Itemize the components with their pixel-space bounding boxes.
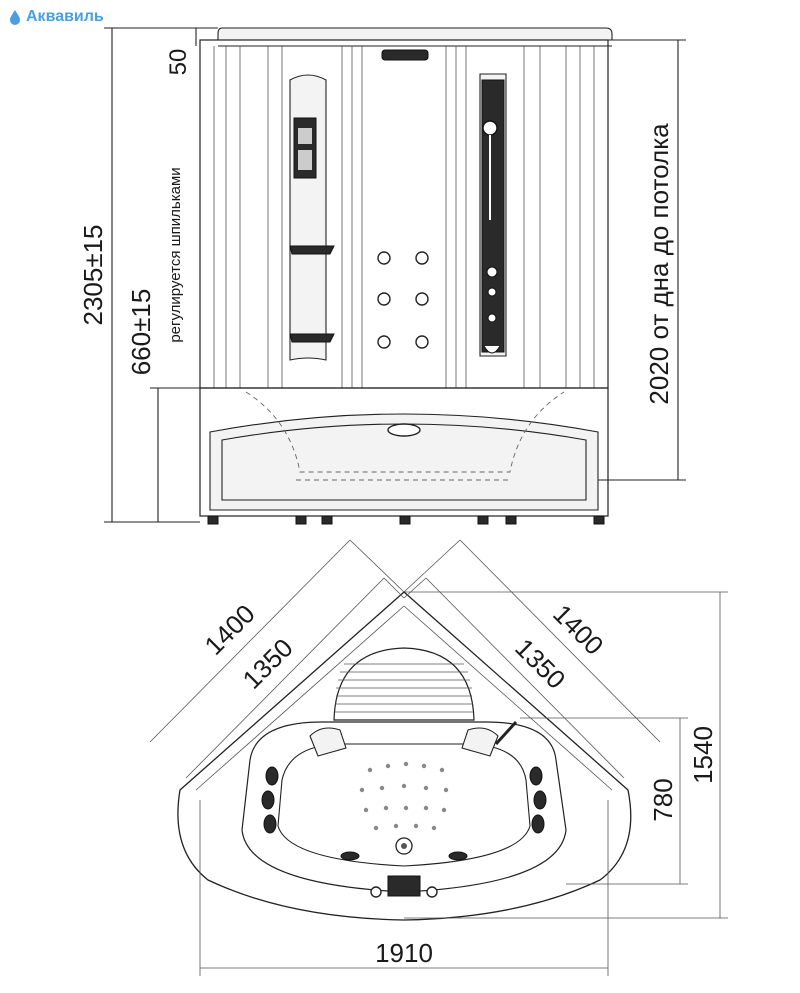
dim-width-total: 1910 xyxy=(375,938,433,968)
front-view: 2305±15 50 660±15 регулируется шпильками… xyxy=(78,27,686,525)
basin-rim xyxy=(241,721,567,893)
dim-height-adjust: 660±15 xyxy=(126,289,156,376)
right-handle xyxy=(461,727,499,757)
drop-icon xyxy=(10,10,20,25)
top-dimension-lines xyxy=(149,539,728,976)
dim-depth-total: 1540 xyxy=(688,726,718,784)
left-handle xyxy=(309,727,347,757)
dim-side-outer-right: 1400 xyxy=(547,599,609,661)
overflow-drain xyxy=(387,423,421,437)
top-view: 1400 1350 1400 1350 1540 780 1910 xyxy=(149,539,728,976)
front-controls xyxy=(387,875,421,897)
tub-apron xyxy=(209,413,599,511)
adjustable-feet xyxy=(207,515,605,525)
back-jets xyxy=(377,251,429,349)
shelf-lower xyxy=(289,333,335,343)
dim-top-clearance: 50 xyxy=(165,49,192,76)
front-dimension-lines xyxy=(104,27,686,523)
brand-logo: Аквавиль xyxy=(8,8,104,26)
dim-side-inner-right: 1350 xyxy=(509,633,571,695)
cabin-frame xyxy=(199,39,609,389)
brand-name: Аквавиль xyxy=(26,8,104,25)
ceiling-light xyxy=(381,49,429,61)
hand-shower xyxy=(482,120,498,136)
air-holes xyxy=(359,761,449,831)
shelf-upper xyxy=(289,245,335,255)
dim-side-outer-left: 1400 xyxy=(199,599,261,661)
dim-depth-partial: 780 xyxy=(648,778,678,821)
dim-height-ceiling: 2020 от дна до потолка xyxy=(644,123,674,405)
tub-outline xyxy=(177,591,632,921)
faucet-spout xyxy=(494,720,518,746)
roof xyxy=(217,27,613,41)
dim-adjust-note: регулируется шпильками xyxy=(167,167,184,342)
dim-side-inner-left: 1350 xyxy=(237,633,299,695)
dim-height-total: 2305±15 xyxy=(78,224,108,325)
headrest xyxy=(333,647,475,721)
side-jets xyxy=(261,766,547,861)
